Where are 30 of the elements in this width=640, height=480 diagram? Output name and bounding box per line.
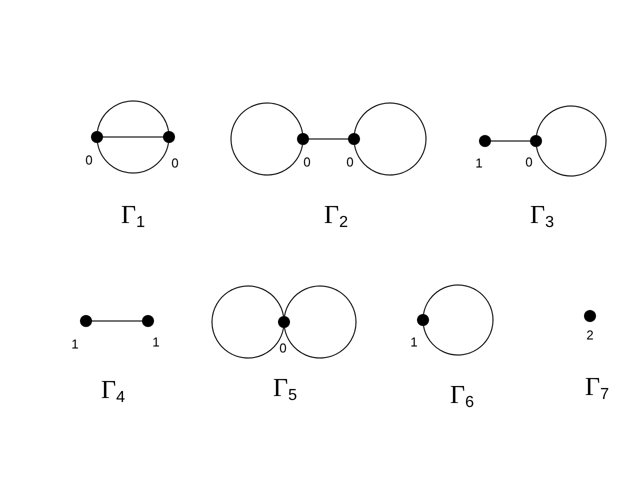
graph-caption: Γ$_{4}$ bbox=[101, 377, 125, 403]
vertex-label: 1 bbox=[152, 336, 160, 348]
vertex-label: 1 bbox=[475, 156, 483, 170]
graph-caption: Γ$_{1}$ bbox=[121, 202, 145, 228]
graph-edge bbox=[490, 140, 530, 142]
graph-edge bbox=[97, 142, 169, 174]
vertex-label: 0 bbox=[346, 156, 354, 168]
graph-caption: Γ$_{7}$ bbox=[585, 374, 609, 400]
vertex-label: 0 bbox=[303, 156, 311, 168]
vertex-label: 2 bbox=[586, 328, 594, 342]
vertex-label: 0 bbox=[525, 156, 533, 168]
loop-edge bbox=[423, 284, 494, 356]
graph-edge bbox=[97, 100, 169, 132]
loop-edge bbox=[230, 102, 303, 176]
graph-caption: Γ$_{2}$ bbox=[324, 202, 348, 228]
graph-edge bbox=[308, 138, 348, 140]
graph-caption: Γ$_{3}$ bbox=[530, 202, 554, 228]
graph-edge bbox=[102, 136, 164, 138]
graph-caption: Γ$_{5}$ bbox=[273, 375, 297, 401]
loop-edge bbox=[354, 102, 426, 176]
vertex-label: 0 bbox=[279, 342, 287, 354]
loop-edge bbox=[212, 286, 284, 358]
vertex-label: 1 bbox=[71, 338, 79, 350]
vertex-label: 0 bbox=[85, 154, 93, 166]
graph-edge bbox=[92, 320, 142, 322]
vertex-label: 1 bbox=[410, 336, 418, 348]
loop-edge bbox=[536, 106, 606, 176]
loop-edge bbox=[284, 286, 356, 358]
graph-caption: Γ$_{6}$ bbox=[450, 382, 474, 408]
vertex-label: 0 bbox=[171, 156, 179, 170]
